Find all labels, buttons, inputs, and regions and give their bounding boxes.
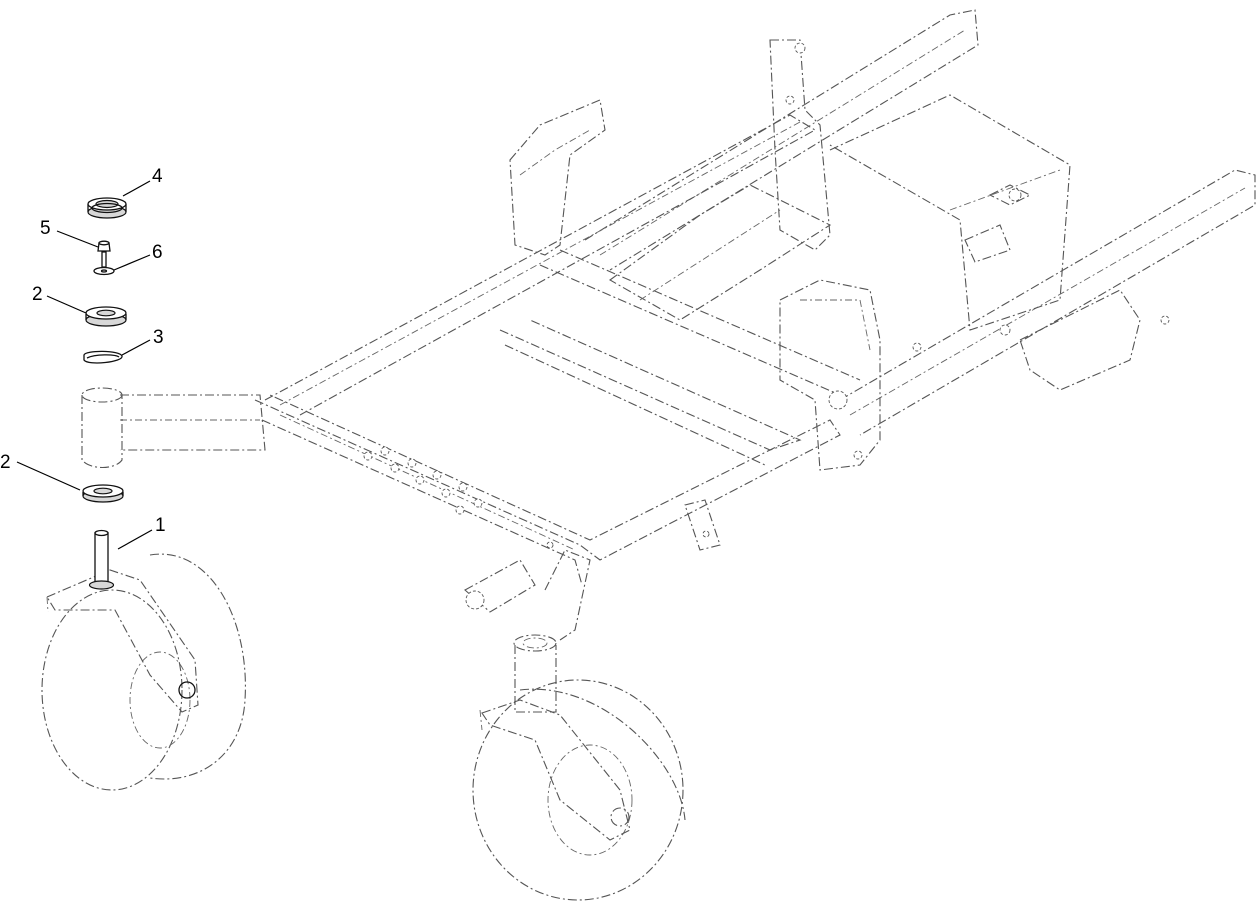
part-1-spindle bbox=[88, 529, 115, 590]
svg-text:2: 2 bbox=[0, 452, 11, 473]
callout-3: 3 bbox=[121, 327, 164, 356]
caster-fork-left bbox=[46, 569, 199, 713]
svg-text:5: 5 bbox=[40, 218, 51, 239]
part-2-bearing-upper bbox=[85, 306, 127, 327]
callout-1: 1 bbox=[117, 515, 166, 550]
svg-text:3: 3 bbox=[153, 327, 164, 348]
part-3-snap-ring bbox=[83, 350, 123, 364]
svg-text:4: 4 bbox=[152, 166, 163, 187]
caster-pivot-tube bbox=[81, 387, 123, 469]
svg-text:1: 1 bbox=[155, 515, 166, 536]
callout-4: 4 bbox=[122, 166, 163, 197]
part-2-bearing-lower bbox=[82, 484, 124, 503]
callout-2-lower: 2 bbox=[0, 452, 81, 491]
callout-6: 6 bbox=[113, 242, 163, 271]
mower-frame bbox=[120, 9, 1256, 641]
front-caster-assembly bbox=[472, 634, 686, 901]
callout-2-upper: 2 bbox=[32, 284, 87, 314]
part-5-bolt bbox=[97, 240, 111, 268]
caster-tire-left bbox=[41, 553, 246, 791]
svg-text:2: 2 bbox=[32, 284, 43, 305]
svg-text:6: 6 bbox=[152, 242, 163, 263]
callout-5: 5 bbox=[40, 218, 99, 248]
part-4-cap bbox=[87, 197, 127, 219]
part-6-washer bbox=[93, 266, 115, 276]
